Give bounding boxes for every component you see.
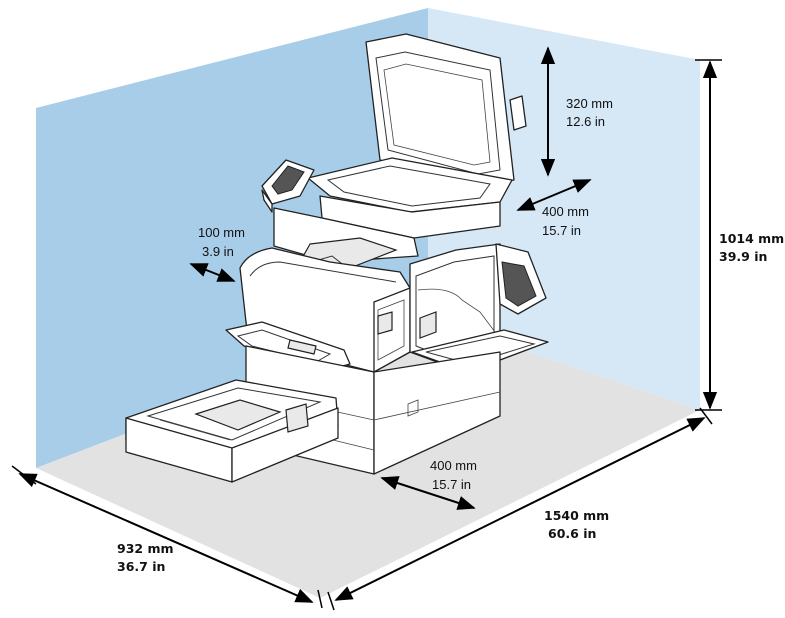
width-tick-right: [699, 407, 713, 425]
bypass-tray: [225, 321, 351, 373]
right-clearance-in: 15.7 in: [542, 223, 581, 238]
width-in: 60.6 in: [548, 526, 596, 541]
left-clearance-arrow: [189, 263, 236, 282]
left-clearance-in: 3.9 in: [202, 244, 234, 259]
depth-mm: 932 mm: [117, 541, 174, 556]
depth-tick-right: [317, 589, 323, 609]
height-mm: 1014 mm: [719, 231, 784, 246]
front-clearance-mm: 400 mm: [430, 458, 477, 473]
top-clearance-mm: 320 mm: [566, 96, 613, 111]
width-arrow: [334, 417, 706, 601]
top-clearance-in: 12.6 in: [566, 114, 605, 129]
front-clearance-in: 15.7 in: [432, 477, 471, 492]
height-in: 39.9 in: [719, 249, 767, 264]
depth-arrow: [18, 473, 314, 603]
right-clearance-arrow: [516, 179, 592, 211]
depth-in: 36.7 in: [117, 559, 165, 574]
width-tick-left: [327, 591, 335, 611]
dimension-annotations: 320 mm 12.6 in 400 mm 15.7 in 100 mm 3.9…: [11, 46, 784, 611]
control-panel: [261, 159, 315, 213]
printer-illustration: [125, 33, 549, 483]
scanner-lid: [365, 33, 527, 187]
right-clearance-mm: 400 mm: [542, 204, 589, 219]
left-clearance-mm: 100 mm: [198, 225, 245, 240]
width-mm: 1540 mm: [544, 508, 609, 523]
scanner-bed: [307, 157, 513, 239]
